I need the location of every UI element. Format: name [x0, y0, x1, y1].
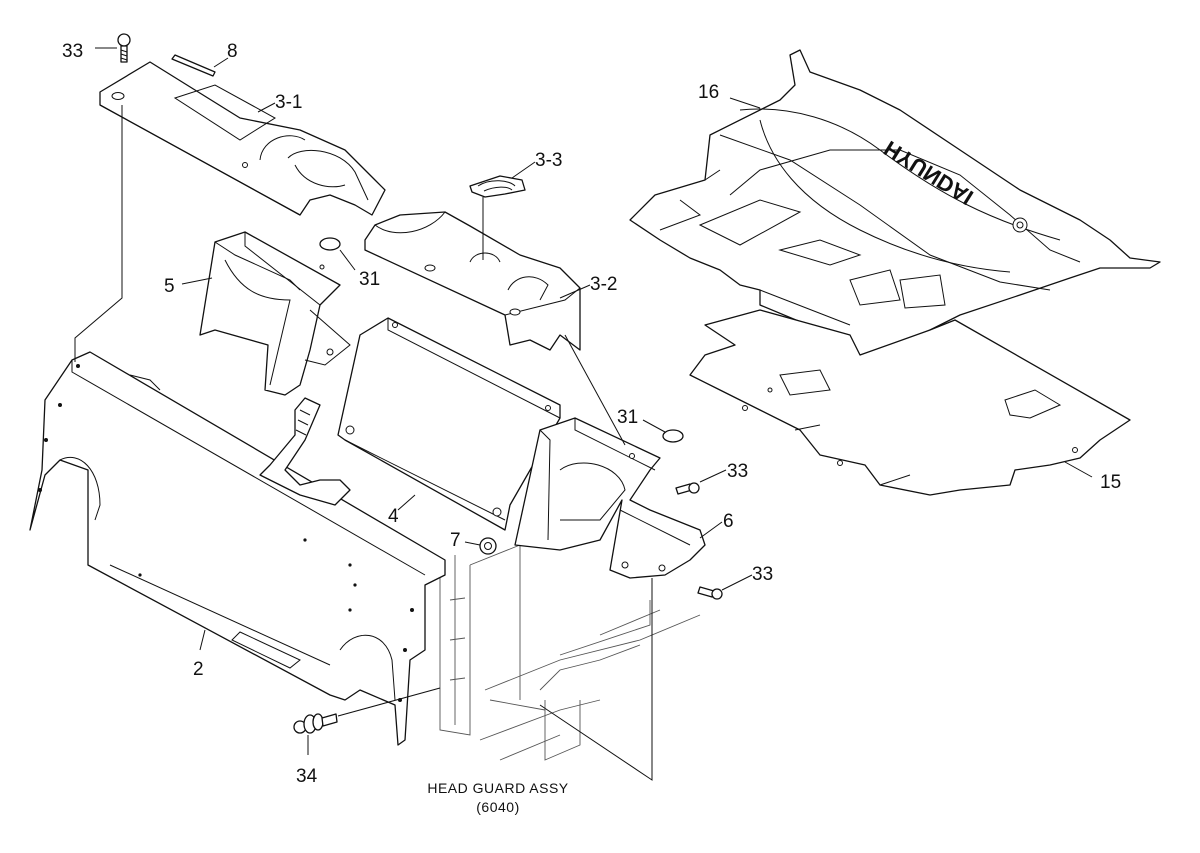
part-33-screw-right-lower	[697, 586, 723, 600]
part-3-2-upper-center-cover	[364, 211, 581, 351]
callout-31-left: 31	[359, 269, 380, 290]
part-3-1-upper-left-cover	[99, 61, 386, 216]
callout-4: 4	[388, 506, 399, 527]
head-guard-assy-outline	[439, 544, 701, 761]
callout-33-right-lower: 33	[752, 564, 773, 585]
part-15-underlay-sheet	[689, 309, 1131, 496]
callout-3-2: 3-2	[590, 274, 617, 295]
part-33-screw-top	[117, 33, 131, 63]
part-4-center-panel	[337, 317, 561, 531]
part-8-pin	[171, 54, 216, 77]
part-3-3-clip	[469, 175, 526, 198]
part-16-floor-mat: HYUNDAI	[629, 49, 1161, 356]
callout-33-top: 33	[62, 41, 83, 62]
leader-lines	[74, 47, 1093, 781]
callout-31-right: 31	[617, 407, 638, 428]
callout-3-1: 3-1	[275, 92, 302, 113]
head-guard-caption: HEAD GUARD ASSY (6040)	[427, 780, 568, 815]
callout-8: 8	[227, 41, 238, 62]
part-5-left-duct	[199, 231, 351, 396]
callout-2: 2	[193, 659, 204, 680]
callout-34: 34	[296, 766, 318, 787]
part-33-screw-right-upper	[675, 482, 700, 495]
part-7-grommet	[479, 537, 497, 555]
callout-7: 7	[450, 530, 461, 551]
part-31-cap-right	[662, 429, 684, 443]
callout-5: 5	[164, 276, 175, 297]
part-6-right-duct	[514, 417, 706, 579]
part-2-rear-panel	[29, 351, 446, 746]
center-bracket	[259, 397, 351, 506]
caption-line-1: HEAD GUARD ASSY	[427, 780, 568, 796]
callout-33-right-upper: 33	[727, 461, 748, 482]
callout-labels: 33 8 3-1 16 3-3 5 31 3-2 31 33 15 4 7 6 …	[62, 41, 1121, 787]
caption-line-2: (6040)	[476, 799, 519, 815]
part-34-bolt-assembly	[293, 713, 338, 734]
callout-16: 16	[698, 82, 719, 103]
part-31-cap-left	[319, 237, 341, 251]
callout-6: 6	[723, 511, 734, 532]
callout-15: 15	[1100, 472, 1121, 493]
callout-3-3: 3-3	[535, 150, 562, 171]
